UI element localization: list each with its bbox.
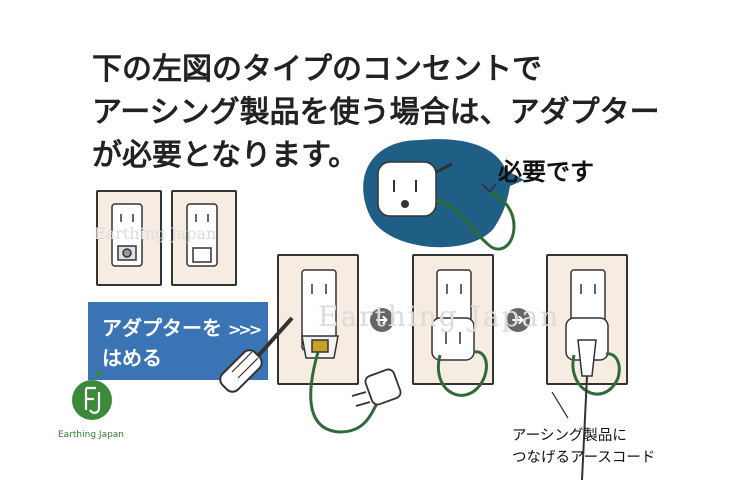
loose-plug-icon — [351, 368, 402, 407]
step-arrow-icon-1: ➜ — [370, 308, 394, 332]
step-arrow-icon-2: ➜ — [506, 308, 530, 332]
headline-line-1: 下の左図のタイプのコンセントで — [92, 52, 542, 87]
outlet-step-1-details — [301, 269, 339, 359]
watermark-2: Earthing Japan — [318, 300, 561, 333]
headline-line-3: が必要となります。 — [92, 138, 359, 173]
watermark-1: Earthing Japan — [94, 224, 217, 243]
outlet-example-2-details — [186, 203, 218, 267]
cord-step-1 — [309, 351, 382, 434]
headline: 下の左図のタイプのコンセントで アーシング製品を使う場合は、アダプター が必要と… — [92, 48, 712, 177]
adapter-speech-bubble — [363, 139, 524, 251]
headline-line-2: アーシング製品を使う場合は、アダプター — [92, 95, 660, 130]
outlet-example-1-details — [111, 203, 143, 267]
cord-step-3-green — [571, 352, 621, 396]
caption-pointer — [551, 391, 569, 419]
caption-line-1: アーシング製品に — [512, 428, 627, 444]
logo-text: Earthing Japan — [58, 430, 125, 440]
caption: アーシング製品に つなげるアースコード — [512, 425, 655, 469]
bubble-label: 必要です — [498, 158, 594, 186]
banner-line-2: はめる — [102, 346, 162, 370]
outlet-step-3-details — [565, 269, 609, 377]
screwdriver-icon — [219, 316, 294, 393]
cord-step-2 — [436, 350, 488, 397]
outlet-step-2-details — [431, 269, 475, 361]
banner-line-1: アダプターを — [102, 316, 222, 340]
caption-line-2: つなげるアースコード — [512, 450, 656, 466]
banner-arrows: >>> — [228, 320, 262, 339]
logo-mark — [72, 371, 112, 420]
earth-cord-line — [581, 375, 588, 481]
